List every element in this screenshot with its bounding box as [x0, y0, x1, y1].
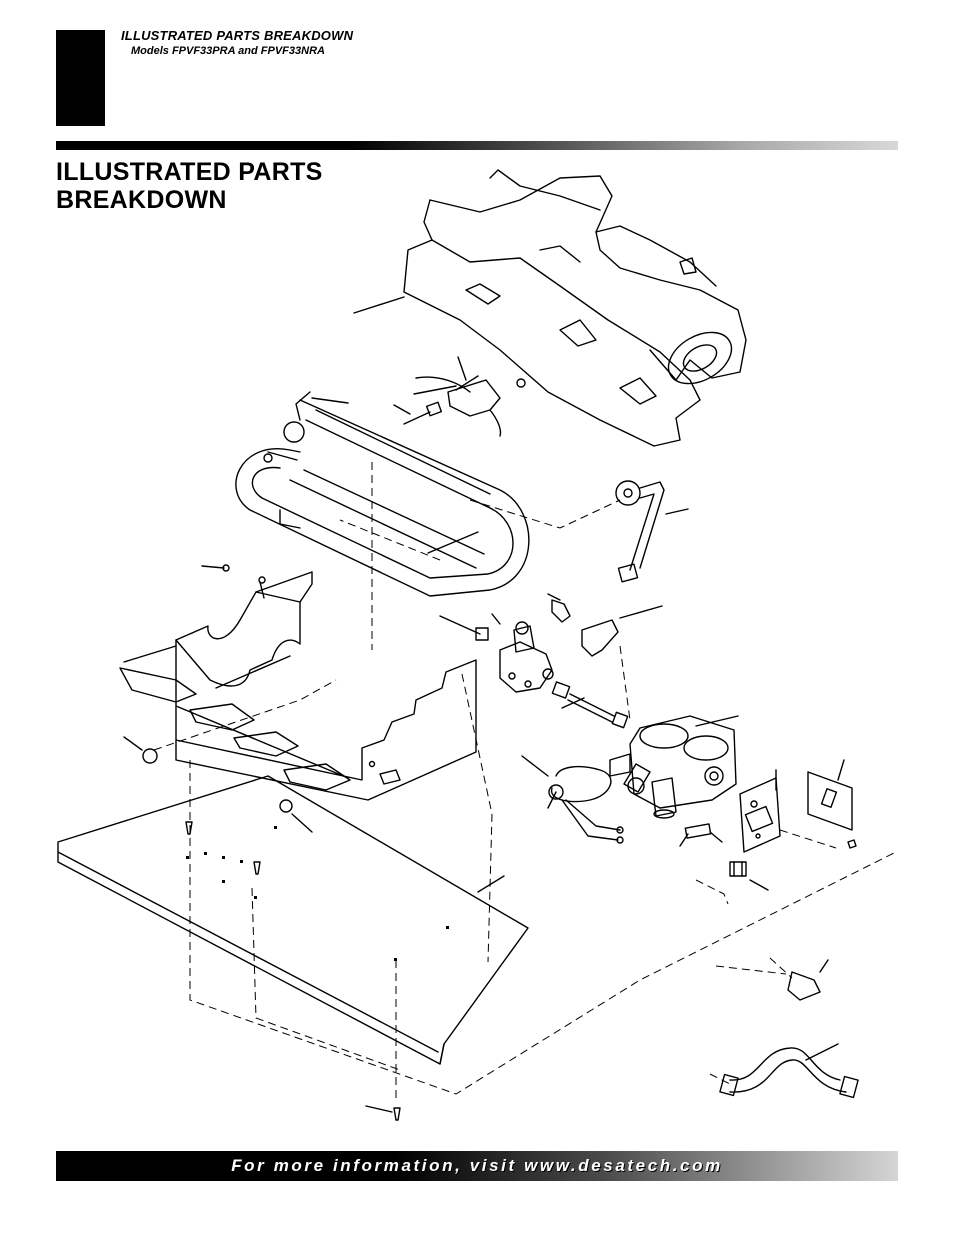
- valve-bracket: [581, 619, 619, 657]
- pilot-assembly: [393, 356, 526, 437]
- piezo-ignitor: [679, 823, 723, 847]
- pipe-nipple: [787, 959, 829, 1001]
- header-rule: [56, 141, 898, 150]
- page-title-line-1: ILLUSTRATED PARTS: [56, 158, 323, 186]
- gas-valve: [609, 715, 739, 819]
- page-title: ILLUSTRATED PARTS BREAKDOWN: [56, 158, 386, 214]
- header-section-title: ILLUSTRATED PARTS BREAKDOWN: [121, 28, 354, 43]
- pilot-tubing: [615, 480, 689, 583]
- burner-tube: [235, 391, 530, 597]
- screws: [185, 821, 857, 1121]
- flexible-gas-line: [719, 1043, 859, 1099]
- grommet-left: [142, 748, 158, 764]
- footer-bar: For more information, visit www.desatech…: [56, 1151, 898, 1181]
- bottom-pan: [57, 775, 529, 1065]
- log-set: [353, 169, 747, 447]
- on-off-switch: [729, 861, 769, 891]
- switch-plate: [807, 759, 853, 831]
- footer-text: For more information, visit www.desatech…: [231, 1156, 723, 1175]
- valve-inlet-tube: [551, 681, 629, 729]
- pan-markers: [186, 826, 449, 961]
- section-tab-block: [56, 30, 105, 126]
- header-models: Models FPVF33PRA and FPVF33NRA: [131, 45, 325, 57]
- wire-harness: [521, 755, 624, 844]
- log-grate: [119, 564, 477, 801]
- grommet-center: [279, 799, 293, 813]
- elbow-fitting: [551, 599, 571, 623]
- page-title-line-2: BREAKDOWN: [56, 186, 227, 214]
- regulator: [439, 613, 554, 693]
- control-bracket: [739, 769, 781, 853]
